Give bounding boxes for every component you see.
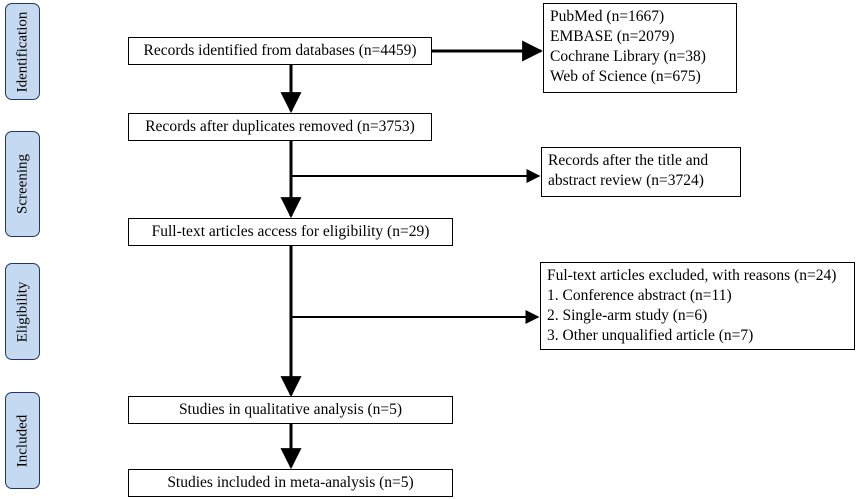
screening-line: abstract review (n=3724) <box>548 172 704 189</box>
box-text: Studies included in meta-analysis (n=5) <box>167 473 414 491</box>
database-item: Cochrane Library (n=38) <box>550 48 706 65</box>
excluded-line: 3. Other unqualified article (n=7) <box>547 327 754 344</box>
box-qualitative-analysis: Studies in qualitative analysis (n=5) <box>128 396 453 424</box>
excluded-line: Ful-text articles excluded, with reasons… <box>547 267 837 284</box>
box-title-abstract-review: Records after the title and abstract rev… <box>541 147 741 197</box>
box-text: Records after duplicates removed (n=3753… <box>145 117 415 135</box>
box-text: Records identified from databases (n=445… <box>143 41 417 59</box>
screening-line: Records after the title and <box>548 152 709 169</box>
database-item: Web of Science (n=675) <box>550 68 701 85</box>
box-meta-analysis: Studies included in meta-analysis (n=5) <box>128 469 453 497</box>
stage-eligibility: Eligibility <box>5 263 40 360</box>
box-duplicates-removed: Records after duplicates removed (n=3753… <box>128 113 432 141</box>
box-text: Studies in qualitative analysis (n=5) <box>178 400 403 418</box>
box-databases: PubMed (n=1667) EMBASE (n=2079) Cochrane… <box>543 3 737 93</box>
stage-included: Included <box>5 392 40 489</box>
box-excluded-reasons: Ful-text articles excluded, with reasons… <box>540 262 855 350</box>
box-records-identified: Records identified from databases (n=445… <box>128 37 432 65</box>
box-text: Full-text articles access for eligibilit… <box>151 222 430 240</box>
database-item: EMBASE (n=2079) <box>550 28 675 45</box>
database-item: PubMed (n=1667) <box>550 8 665 25</box>
stage-identification: Identification <box>5 3 40 100</box>
excluded-line: 2. Single-arm study (n=6) <box>547 307 708 324</box>
box-full-text-eligibility: Full-text articles access for eligibilit… <box>128 218 453 246</box>
excluded-line: 1. Conference abstract (n=11) <box>547 287 732 304</box>
stage-screening: Screening <box>5 131 40 237</box>
